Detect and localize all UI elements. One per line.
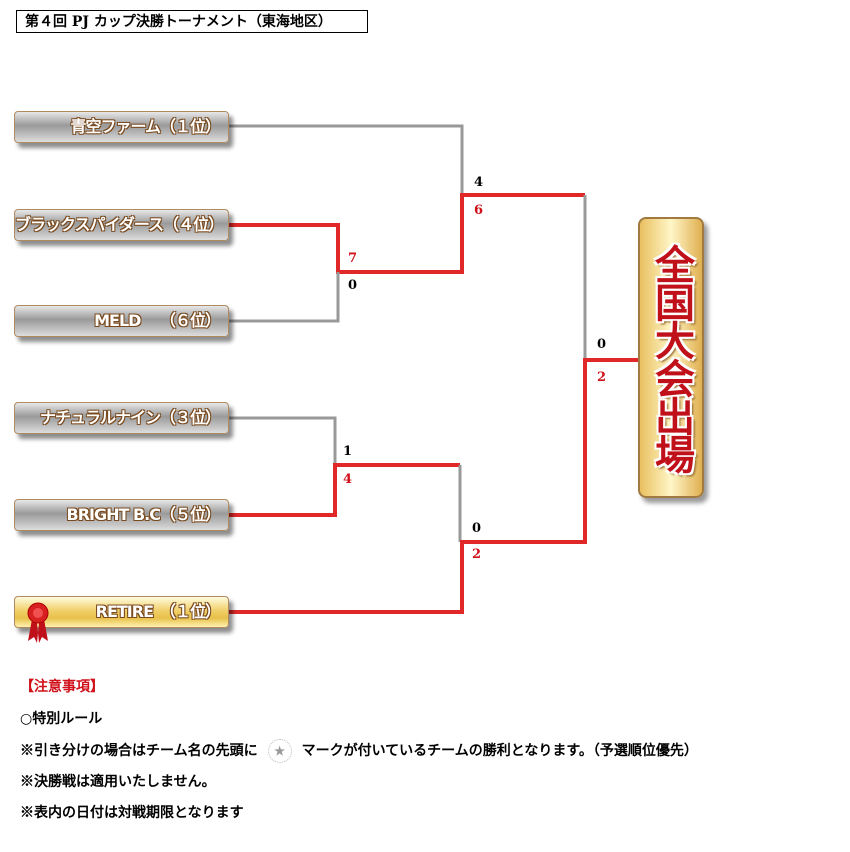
page-title: 第４回 PJ カップ決勝トーナメント（東海地区）	[16, 10, 368, 33]
score: 6	[474, 203, 484, 218]
line-team5	[229, 463, 460, 517]
rule-3: ※表内の日付は対戦期限となります	[20, 805, 244, 821]
score: 0	[597, 337, 607, 352]
rule-2: ※決勝戦は適用いたしません。	[20, 773, 216, 790]
team-name: ナチュラルナイン（３位）	[39, 408, 221, 427]
team-name: ブラックスパイダース（４位）	[15, 215, 224, 234]
score: 1	[343, 444, 353, 459]
notes-heading: 【注意事項】	[20, 679, 104, 695]
notes: 【注意事項】 ○特別ルール ※引き分けの場合はチーム名の先頭に ★ マークが付いてい…	[20, 676, 698, 834]
score: 0	[348, 278, 358, 293]
line-team4	[229, 416, 337, 465]
team-box: ナチュラルナイン（３位）	[14, 402, 229, 434]
score: 2	[597, 370, 607, 385]
team-box: RETIRE （１位）	[14, 596, 229, 643]
team-box: MELD （６位）	[14, 305, 229, 337]
score: 7	[348, 251, 358, 266]
rule-title: ○特別ルール	[20, 710, 103, 727]
score: 4	[343, 472, 353, 487]
team-box: BRIGHT B.C（５位）	[14, 499, 229, 531]
line-team1	[229, 124, 464, 195]
team-name: RETIRE （１位）	[95, 602, 221, 621]
team-name: 青空ファーム（１位）	[70, 117, 221, 136]
national-tournament-box: 全国大会出場	[638, 217, 704, 498]
team-box: 青空ファーム（１位）	[14, 111, 229, 143]
line-team6	[229, 358, 638, 614]
rule-1-text: ※引き分けの場合はチーム名の先頭に	[20, 743, 258, 759]
team-name: MELD （６位）	[94, 311, 221, 330]
line-team3	[229, 272, 340, 323]
team-name: BRIGHT B.C（５位）	[66, 505, 221, 524]
ribbon-icon	[27, 602, 49, 643]
rule-1: ※引き分けの場合はチーム名の先頭に ★ マークが付いているチームの勝利となります。（…	[20, 739, 698, 771]
final-label: 全国大会出場	[648, 243, 694, 472]
score: 0	[472, 521, 482, 536]
line-team2	[229, 193, 585, 274]
score: 4	[474, 175, 484, 190]
team-box: ブラックスパイダース（４位）	[14, 209, 229, 241]
rule-1-text: マークが付いているチームの勝利となります。（予選順位優先）	[301, 743, 698, 759]
score: 2	[472, 547, 482, 562]
star-icon: ★	[267, 739, 292, 763]
